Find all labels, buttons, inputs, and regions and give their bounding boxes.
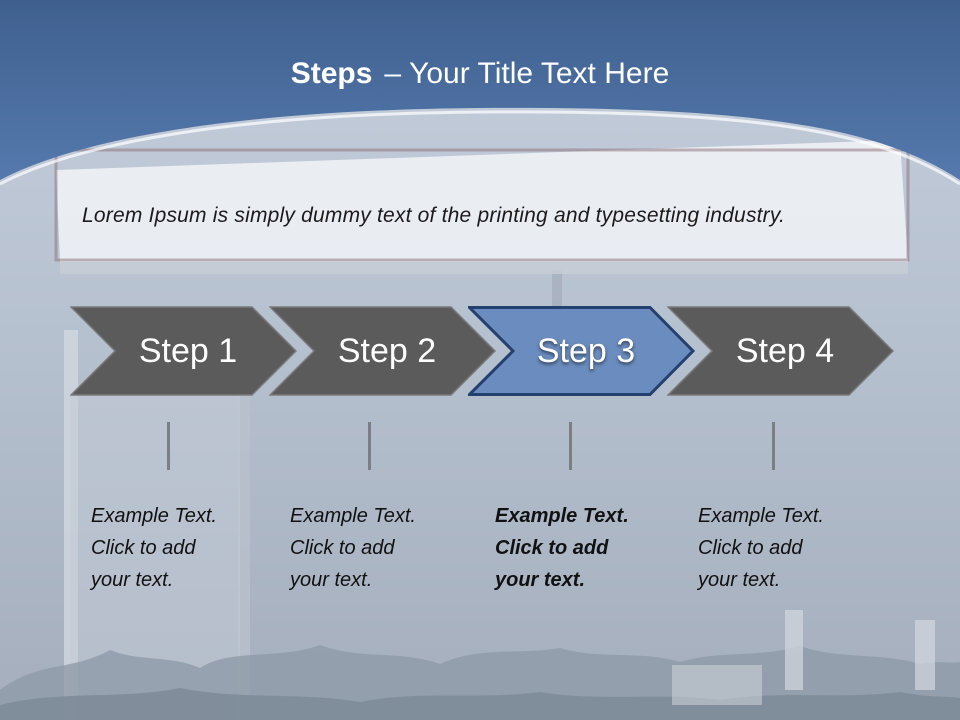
title-bold: Steps xyxy=(290,57,373,90)
step-3-arrow[interactable]: Step 3 xyxy=(468,306,696,396)
step-2-chevron xyxy=(269,306,497,396)
step-4-chevron xyxy=(667,306,895,396)
step-1-description[interactable]: Example Text. Click to add your text. xyxy=(91,500,251,596)
page-title: Steps–Your Title Text Here xyxy=(0,52,960,96)
step-3-connector xyxy=(569,422,572,470)
step-1-connector xyxy=(167,422,170,470)
step-1-line-2: Click to add xyxy=(91,537,196,559)
step-2-connector xyxy=(368,422,371,470)
title-separator: – xyxy=(384,57,402,90)
step-3-description[interactable]: Example Text. Click to add your text. xyxy=(495,500,655,596)
step-3-label: Step 3 xyxy=(536,332,636,370)
step-4-label: Step 4 xyxy=(735,332,835,370)
step-4-line-2: Click to add xyxy=(698,537,803,559)
step-3-line-3: your text. xyxy=(495,569,586,591)
step-4-connector xyxy=(772,422,775,470)
step-1-label: Step 1 xyxy=(138,332,238,370)
title-rest: Your Title Text Here xyxy=(409,57,670,90)
intro-text[interactable]: Lorem Ipsum is simply dummy text of the … xyxy=(82,204,786,227)
step-1-chevron xyxy=(70,306,298,396)
step-2-label: Step 2 xyxy=(337,332,437,370)
step-3-line-2: Click to add xyxy=(495,537,609,559)
step-4-line-1: Example Text. xyxy=(698,505,824,527)
step-3-chevron xyxy=(468,306,696,396)
step-1-line-1: Example Text. xyxy=(91,505,217,527)
step-1-line-3: your text. xyxy=(91,569,174,591)
step-2-line-3: your text. xyxy=(290,569,373,591)
step-4-line-3: your text. xyxy=(698,569,781,591)
step-2-description[interactable]: Example Text. Click to add your text. xyxy=(290,500,450,596)
step-2-line-2: Click to add xyxy=(290,537,395,559)
step-4-arrow[interactable]: Step 4 xyxy=(667,306,895,396)
step-1-arrow[interactable]: Step 1 xyxy=(70,306,298,396)
step-2-arrow[interactable]: Step 2 xyxy=(269,306,497,396)
step-4-description[interactable]: Example Text. Click to add your text. xyxy=(698,500,858,596)
step-2-line-1: Example Text. xyxy=(290,505,416,527)
step-3-line-1: Example Text. xyxy=(495,505,629,527)
